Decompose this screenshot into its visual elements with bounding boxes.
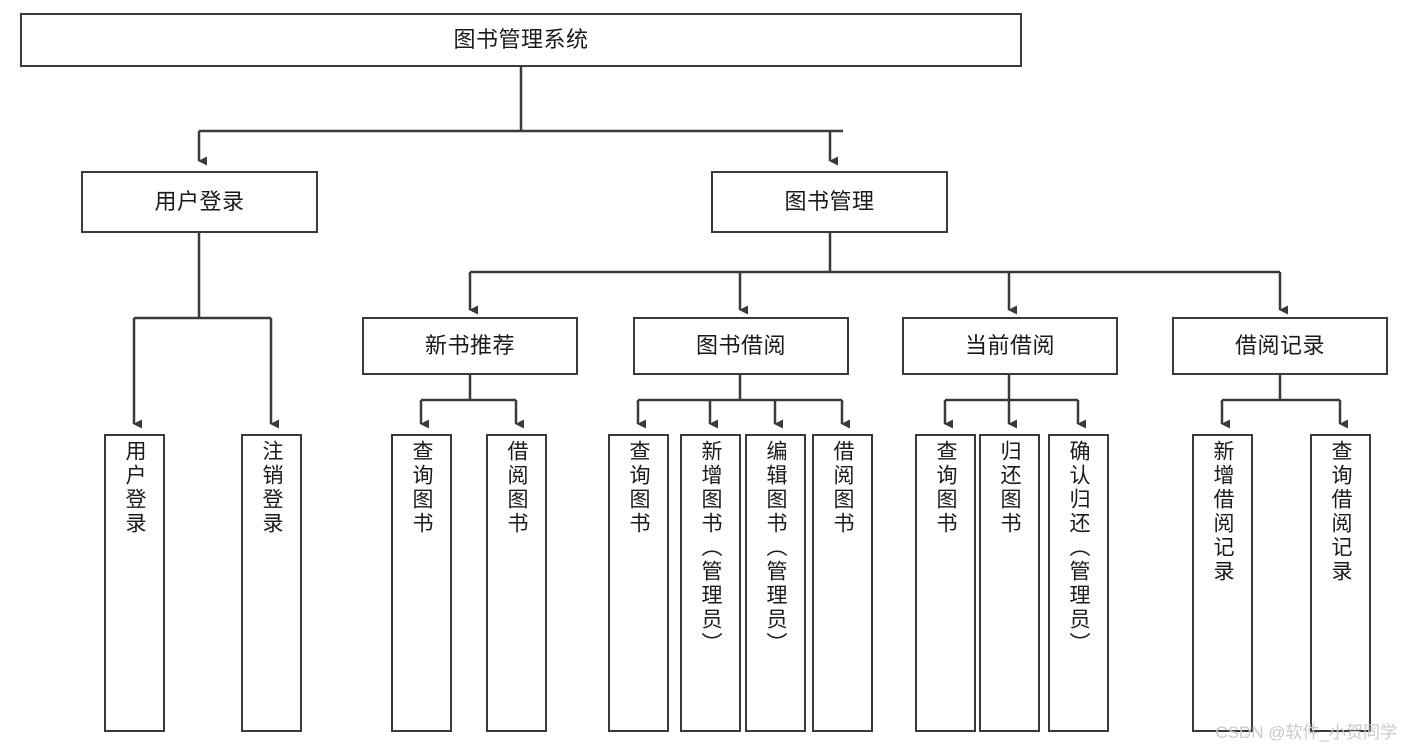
watermark-text: CSDN @软件_小贺同学: [1215, 723, 1397, 742]
node-new-book-recommend[interactable]: 新书推荐: [362, 317, 578, 375]
node-label: 用户登录: [154, 189, 245, 215]
node-label: 注销登录: [260, 440, 283, 536]
node-label: 图书管理: [784, 189, 875, 215]
node-label: 归还图书: [998, 440, 1021, 536]
node-label: 用户登录: [123, 440, 146, 536]
leaf-user-login-login[interactable]: 用户登录: [104, 434, 165, 732]
node-label: 查询图书: [410, 440, 433, 536]
leaf-book-borrow-edit-book-admin[interactable]: 编辑图书（管理员）: [745, 434, 806, 732]
leaf-book-borrow-query-book[interactable]: 查询图书: [608, 434, 669, 732]
leaf-new-book-query-book[interactable]: 查询图书: [391, 434, 452, 732]
node-label: 查询借阅记录: [1329, 440, 1352, 584]
node-label: 新书推荐: [424, 333, 515, 359]
node-book-management[interactable]: 图书管理: [711, 171, 948, 233]
leaf-new-book-borrow-book[interactable]: 借阅图书: [486, 434, 547, 732]
leaf-user-login-logout[interactable]: 注销登录: [241, 434, 302, 732]
leaf-current-borrow-return-book[interactable]: 归还图书: [979, 434, 1040, 732]
leaf-book-borrow-borrow-book[interactable]: 借阅图书: [812, 434, 873, 732]
leaf-borrow-record-add-record[interactable]: 新增借阅记录: [1192, 434, 1253, 732]
node-book-borrow[interactable]: 图书借阅: [633, 317, 849, 375]
leaf-current-borrow-confirm-return-admin[interactable]: 确认归还（管理员）: [1048, 434, 1109, 732]
node-label: 查询图书: [627, 440, 650, 536]
node-borrow-record[interactable]: 借阅记录: [1172, 317, 1388, 375]
node-label: 确认归还（管理员）: [1067, 440, 1090, 656]
node-label: 当前借阅: [964, 333, 1055, 359]
node-user-login[interactable]: 用户登录: [81, 171, 318, 233]
node-label: 图书管理系统: [453, 27, 589, 53]
node-label: 借阅记录: [1234, 333, 1325, 359]
leaf-book-borrow-add-book-admin[interactable]: 新增图书（管理员）: [680, 434, 741, 732]
node-label: 新增借阅记录: [1211, 440, 1234, 584]
node-label: 图书借阅: [695, 333, 786, 359]
node-current-borrow[interactable]: 当前借阅: [902, 317, 1118, 375]
node-label: 借阅图书: [831, 440, 854, 536]
node-label: 新增图书（管理员）: [699, 440, 722, 656]
node-label: 编辑图书（管理员）: [764, 440, 787, 656]
node-label: 借阅图书: [505, 440, 528, 536]
node-root-book-management-system[interactable]: 图书管理系统: [20, 13, 1022, 67]
leaf-borrow-record-query-record[interactable]: 查询借阅记录: [1310, 434, 1371, 732]
leaf-current-borrow-query-book[interactable]: 查询图书: [915, 434, 976, 732]
node-label: 查询图书: [934, 440, 957, 536]
